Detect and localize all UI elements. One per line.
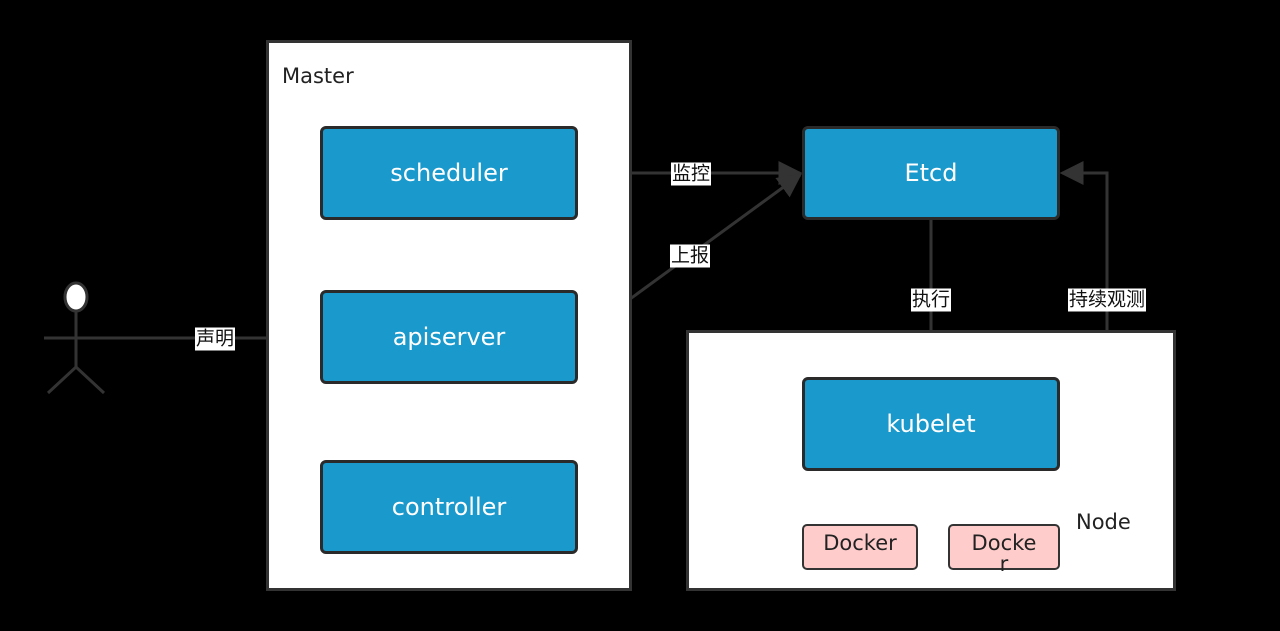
kubelet-box[interactable]: kubelet xyxy=(802,377,1060,471)
edge-label-observe: 持续观测 xyxy=(1067,288,1147,312)
docker-box-1[interactable]: Docker xyxy=(802,524,918,570)
edge-label-monitor: 监控 xyxy=(670,162,712,186)
edge-label-report: 上报 xyxy=(669,244,711,268)
scheduler-box[interactable]: scheduler xyxy=(320,126,578,220)
actor-legs-icon xyxy=(46,364,106,395)
apiserver-box[interactable]: apiserver xyxy=(320,290,578,384)
actor-head-icon xyxy=(63,281,89,313)
edge-label-execute: 执行 xyxy=(910,288,952,312)
etcd-box[interactable]: Etcd xyxy=(802,126,1060,220)
edge-label-declare: 声明 xyxy=(194,327,236,351)
docker-box-2[interactable]: Docke r xyxy=(948,524,1060,575)
master-label: Master xyxy=(282,64,354,88)
node-label: Node xyxy=(1076,510,1131,534)
controller-box[interactable]: controller xyxy=(320,460,578,554)
